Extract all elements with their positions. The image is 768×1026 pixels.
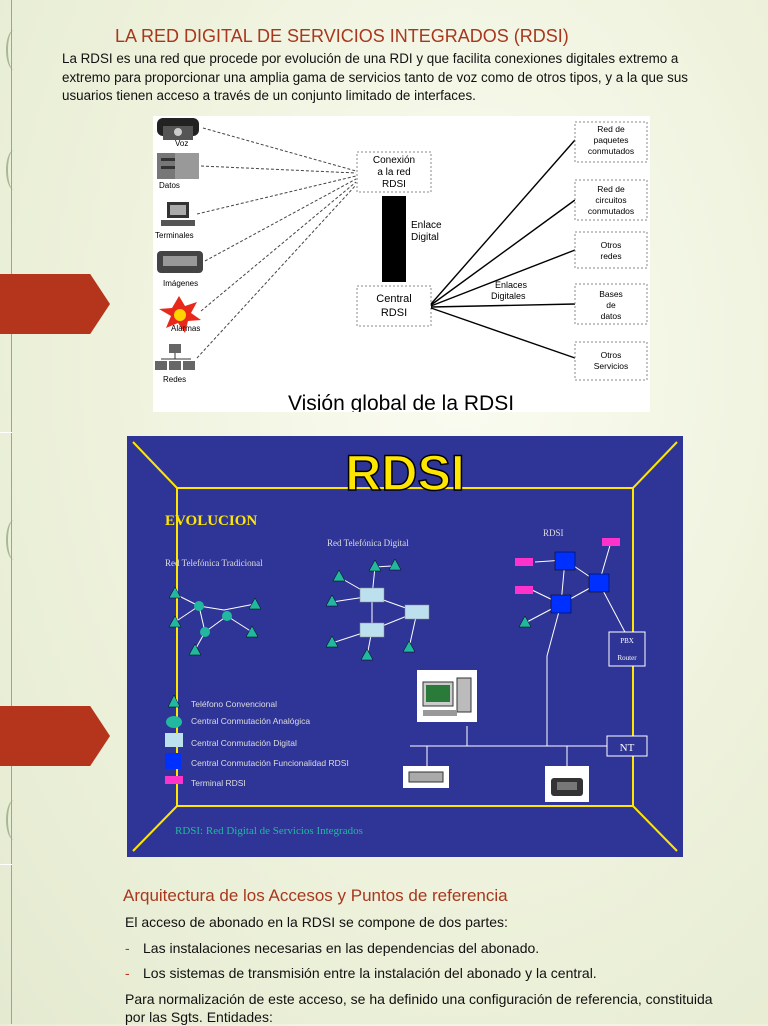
- rdsi-overview-diagram: Voz Datos Terminales Imágenes Alarmas Re…: [155, 118, 648, 415]
- bullet-item: -Las instalaciones necesarias en las dep…: [125, 940, 539, 956]
- service-label: Red de: [597, 184, 625, 194]
- phone-icon: [157, 118, 199, 140]
- enlaces-digitales-label: Enlaces: [495, 280, 528, 290]
- leaf-decoration: [6, 30, 22, 70]
- evolucion-heading: EVOLUCION: [165, 513, 257, 529]
- paragraph-line: extremo para proporcionar una amplia gam…: [62, 69, 688, 85]
- service-label: redes: [600, 251, 621, 261]
- central-label: RDSI: [381, 307, 407, 319]
- service-label: Red de: [597, 124, 625, 134]
- central-box: [356, 285, 432, 327]
- network-icon: [155, 344, 195, 370]
- service-label: Bases: [599, 289, 623, 299]
- router-label: Router: [617, 654, 637, 662]
- closing-text: Para normalización de este acceso, se ha…: [125, 990, 713, 1026]
- closing-line: Para normalización de este acceso, se ha…: [125, 991, 713, 1007]
- service-label: datos: [601, 311, 622, 321]
- slide-separator: [0, 864, 12, 865]
- phone-triangles: [325, 558, 416, 661]
- legend-labels: Teléfono Convencional Central Conmutació…: [191, 699, 349, 788]
- device-label: Redes: [163, 375, 186, 384]
- device-label: Voz: [175, 139, 188, 148]
- alarm-icon: [159, 296, 201, 333]
- service-label: circuitos: [595, 195, 626, 205]
- pbx-router-box: [608, 631, 646, 667]
- slide-arrow-marker: [0, 274, 110, 334]
- red-digital-label: Red Telefónica Digital: [327, 538, 409, 548]
- enlaces-digitales-label: Digitales: [491, 291, 526, 301]
- analog-exchange-nodes: [194, 601, 232, 637]
- legend-label: Teléfono Convencional: [191, 699, 277, 709]
- legend-symbols: [165, 694, 183, 784]
- rdsi-overview-figure: Voz Datos Terminales Imágenes Alarmas Re…: [153, 116, 650, 415]
- fax-icon: [403, 766, 449, 788]
- phone-triangles: [168, 586, 262, 656]
- enlace-digital-bar: [382, 196, 406, 282]
- paragraph-line: usuarios tienen acceso a través de un co…: [62, 88, 476, 103]
- conexion-label: Conexión: [373, 155, 415, 166]
- enlace-label: Enlace: [411, 220, 442, 231]
- phone-triangle: [518, 615, 532, 628]
- left-rail-line: [11, 0, 12, 1024]
- digital-links: [430, 139, 576, 359]
- rdsi-big-title: RDSI: [345, 445, 464, 501]
- isdn-phone-icon: [545, 766, 589, 802]
- paragraph-line: La RDSI es una red que procede por evolu…: [62, 51, 679, 66]
- section-heading: Arquitectura de los Accesos y Puntos de …: [123, 886, 508, 905]
- enlace-label: Digital: [411, 232, 439, 243]
- conexion-label: a la red: [377, 167, 410, 178]
- intro-paragraph: La RDSI es una red que procede por evolu…: [62, 50, 762, 106]
- service-label: conmutados: [588, 206, 634, 216]
- service-label: paquetes: [594, 135, 629, 145]
- service-boxes: [574, 121, 648, 381]
- slide-title: LA RED DIGITAL DE SERVICIOS INTEGRADOS (…: [115, 26, 569, 46]
- service-label: de: [606, 300, 616, 310]
- central-label: Central: [376, 293, 411, 305]
- device-label: Terminales: [155, 231, 194, 240]
- service-label: conmutados: [588, 146, 634, 156]
- figure-caption: Visión global de la RDSI: [288, 392, 514, 412]
- legend-label: Central Conmutación Digital: [191, 738, 297, 748]
- evolution-footer: RDSI: Red Digital de Servicios Integrado…: [175, 825, 363, 837]
- leaf-decoration: [6, 520, 22, 560]
- rdsi-evolution-figure: RDSI EVOLUCION Red Telefónica Tradiciona…: [127, 436, 683, 857]
- image-scanner-icon: [157, 251, 203, 273]
- slide-arrow-marker: [0, 706, 110, 766]
- service-label: Servicios: [594, 361, 628, 371]
- bullet-item: -Los sistemas de transmisión entre la in…: [125, 965, 597, 981]
- service-label: Otros: [601, 350, 622, 360]
- terminal-icon: [161, 202, 195, 226]
- device-label: Imágenes: [163, 279, 198, 288]
- legend-label: Central Conmutación Funcionalidad RDSI: [191, 758, 349, 768]
- red-tradicional-label: Red Telefónica Tradicional: [165, 558, 263, 568]
- pbx-label: PBX: [620, 637, 634, 645]
- conexion-box: [356, 151, 432, 193]
- service-label: Otros: [601, 240, 622, 250]
- bullet-text: Las instalaciones necesarias en las depe…: [143, 940, 540, 956]
- digital-exchange-boxes: [359, 587, 430, 638]
- conexion-label: RDSI: [382, 179, 406, 190]
- legend-label: Central Conmutación Analógica: [191, 716, 310, 726]
- computer-icon: [417, 670, 477, 722]
- slide-separator: [0, 432, 12, 433]
- device-label: Datos: [159, 181, 180, 190]
- rdsi-exchange-boxes: [550, 551, 610, 614]
- rdsi-terminals: [515, 538, 620, 594]
- leaf-decoration: [6, 800, 22, 840]
- bullet-dash: -: [125, 965, 130, 981]
- legend-label: Terminal RDSI: [191, 778, 246, 788]
- bullet-text: Los sistemas de transmisión entre la ins…: [143, 965, 597, 981]
- closing-line: por las Sgts. Entidades:: [125, 1009, 273, 1025]
- leaf-decoration: [6, 150, 22, 190]
- rdsi-network-label: RDSI: [543, 528, 564, 538]
- data-server-icon: [157, 153, 199, 179]
- nt-label: NT: [620, 742, 635, 754]
- nt-box: [606, 735, 648, 757]
- service-box-labels: Red de paquetes conmutados Red de circui…: [588, 124, 634, 371]
- intro-text: El acceso de abonado en la RDSI se compo…: [125, 914, 508, 930]
- rdsi-evolution-diagram: RDSI EVOLUCION Red Telefónica Tradiciona…: [127, 436, 683, 857]
- device-label: Alarmas: [171, 324, 200, 333]
- bullet-dash: -: [125, 940, 130, 956]
- access-dashed-lines: [196, 127, 357, 359]
